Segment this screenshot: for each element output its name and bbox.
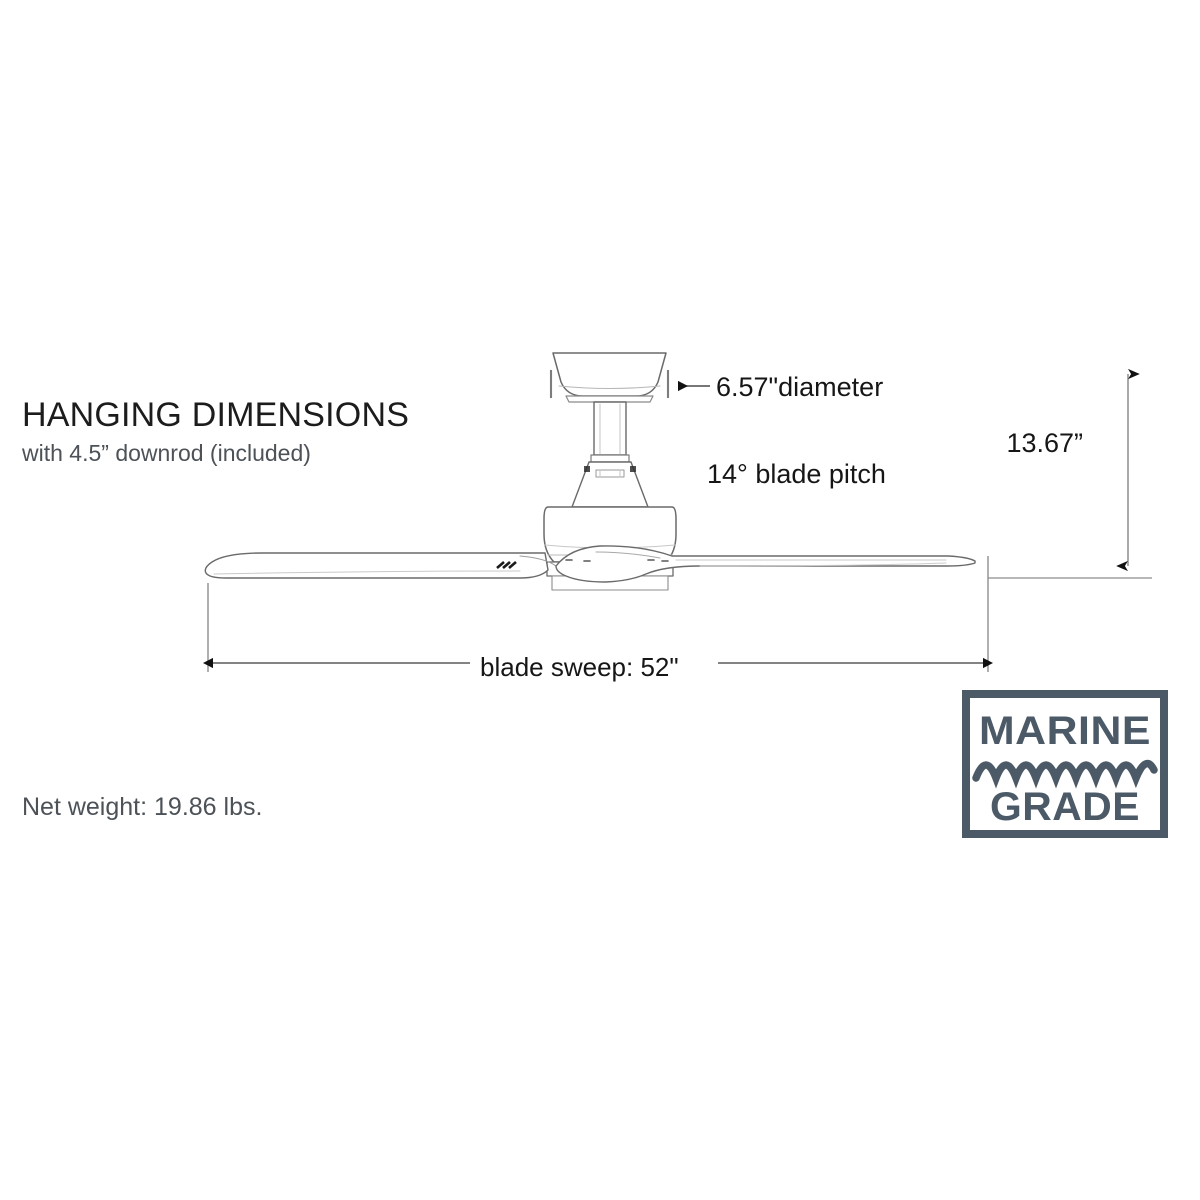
blade-pitch-label: 14° blade pitch bbox=[707, 459, 886, 489]
blade-iron-hardware bbox=[565, 559, 669, 562]
blade-left-part bbox=[204, 552, 557, 579]
marine-grade-badge: MARINE GRADE bbox=[962, 690, 1168, 838]
hanging-height-label: 13.67” bbox=[1006, 428, 1083, 458]
badge-line1: MARINE bbox=[979, 709, 1151, 753]
hanging-height-dimension bbox=[988, 368, 1152, 579]
page-subtitle: with 4.5” downrod (included) bbox=[22, 440, 311, 466]
page-title: HANGING DIMENSIONS bbox=[22, 396, 410, 434]
blade-right-part bbox=[555, 545, 976, 583]
downrod-part bbox=[590, 401, 630, 463]
badge-line2: GRADE bbox=[990, 785, 1140, 829]
motor-collar-part bbox=[571, 461, 649, 508]
net-weight-label: Net weight: 19.86 lbs. bbox=[22, 793, 263, 821]
wave-icon bbox=[972, 759, 1158, 789]
blade-sweep-label: blade sweep: 52" bbox=[480, 652, 679, 682]
blade-sweep-dimension bbox=[203, 556, 993, 672]
canopy-part bbox=[552, 352, 667, 403]
canopy-diameter-label: 6.57"diameter bbox=[716, 372, 884, 402]
canopy-diameter-dimension bbox=[549, 370, 710, 398]
